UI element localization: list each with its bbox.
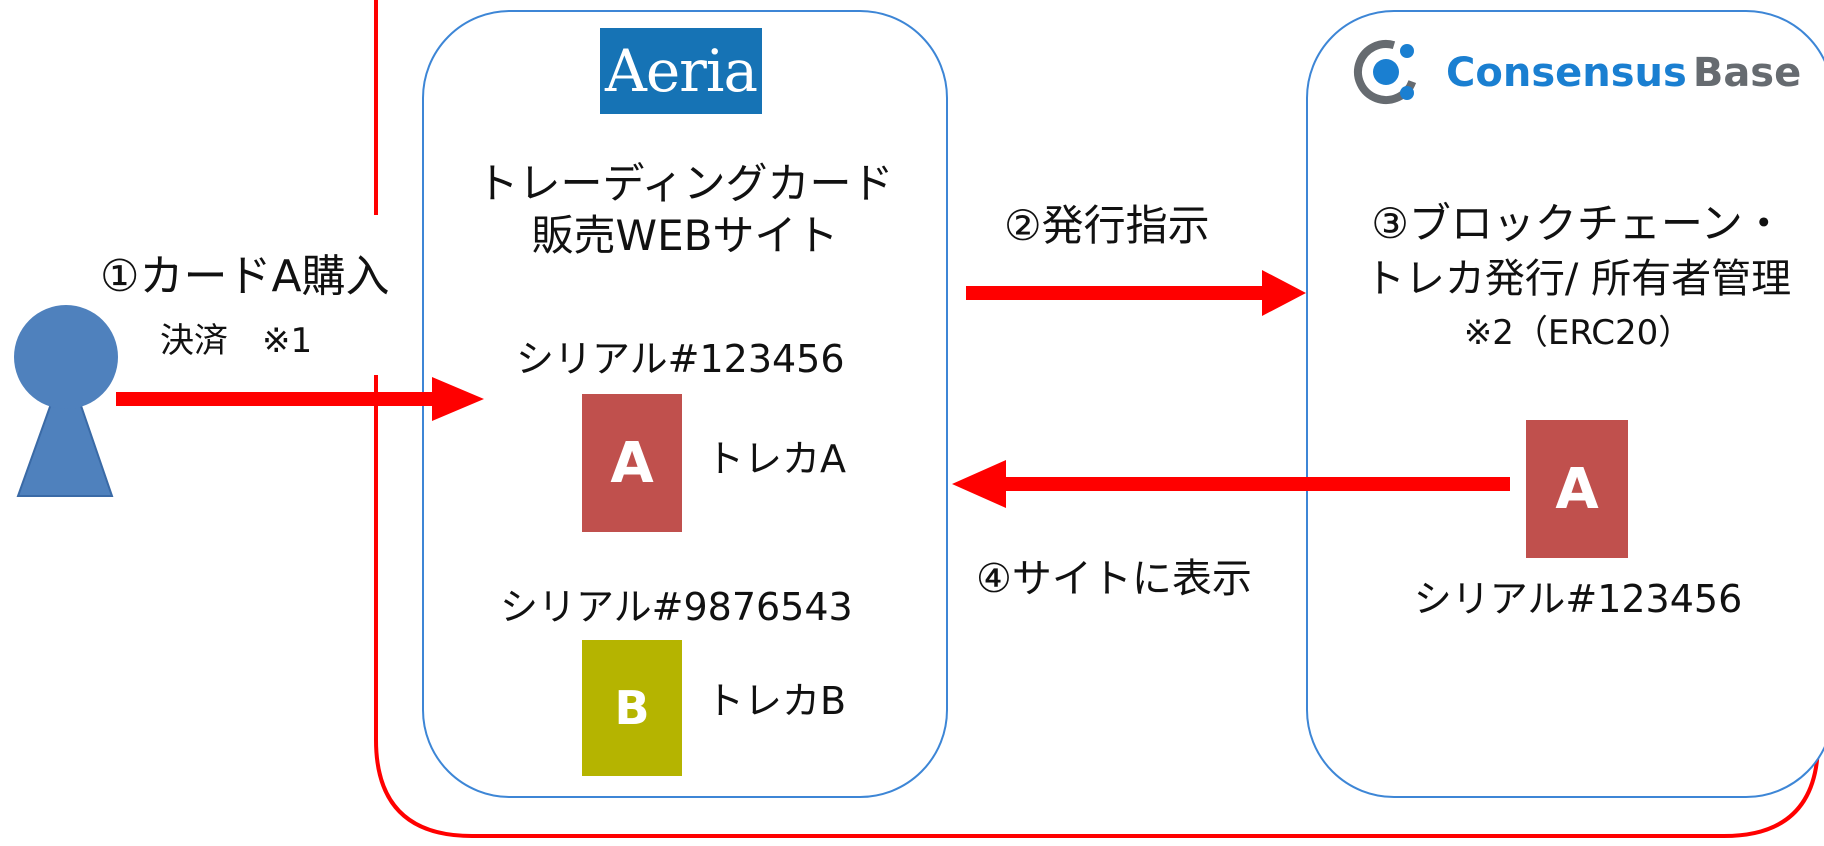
step1-sub: 決済 ※1 xyxy=(160,321,313,361)
website-title-line2: 販売WEBサイト xyxy=(531,211,839,260)
serial-b-label: シリアル#9876543 xyxy=(500,585,853,629)
blockchain-card-a: A xyxy=(1526,420,1628,558)
card-b-name: トレカB xyxy=(706,679,847,723)
step4-label: ④サイトに表示 xyxy=(976,556,1252,602)
blockchain-title-line2: トレカ発行/ 所有者管理 xyxy=(1364,256,1792,302)
aeria-logo: Aeria xyxy=(600,28,762,114)
serial-a-label: シリアル#123456 xyxy=(516,337,845,381)
step2-label: ②発行指示 xyxy=(1004,201,1210,250)
aeria-logo-text: Aeria xyxy=(604,37,758,105)
card-a: A xyxy=(582,394,682,532)
step1-label: ①カードA購入 xyxy=(100,251,390,302)
blockchain-title-line1: ③ブロックチェーン・ xyxy=(1371,199,1785,248)
consensus-logo-word1: Consensus xyxy=(1446,50,1687,96)
card-b-letter: B xyxy=(614,681,650,735)
website-title-line1: トレーディングカード xyxy=(476,159,894,208)
website-panel xyxy=(422,10,948,798)
blockchain-card-a-letter: A xyxy=(1555,456,1599,522)
card-a-name: トレカA xyxy=(706,437,846,481)
card-b: B xyxy=(582,640,682,776)
blockchain-title-line3: ※2（ERC20） xyxy=(1463,313,1693,353)
blockchain-serial-label: シリアル#123456 xyxy=(1413,577,1743,621)
consensus-logo-word2: Base xyxy=(1692,50,1802,96)
blockchain-panel xyxy=(1306,10,1824,798)
card-a-letter: A xyxy=(610,430,654,496)
